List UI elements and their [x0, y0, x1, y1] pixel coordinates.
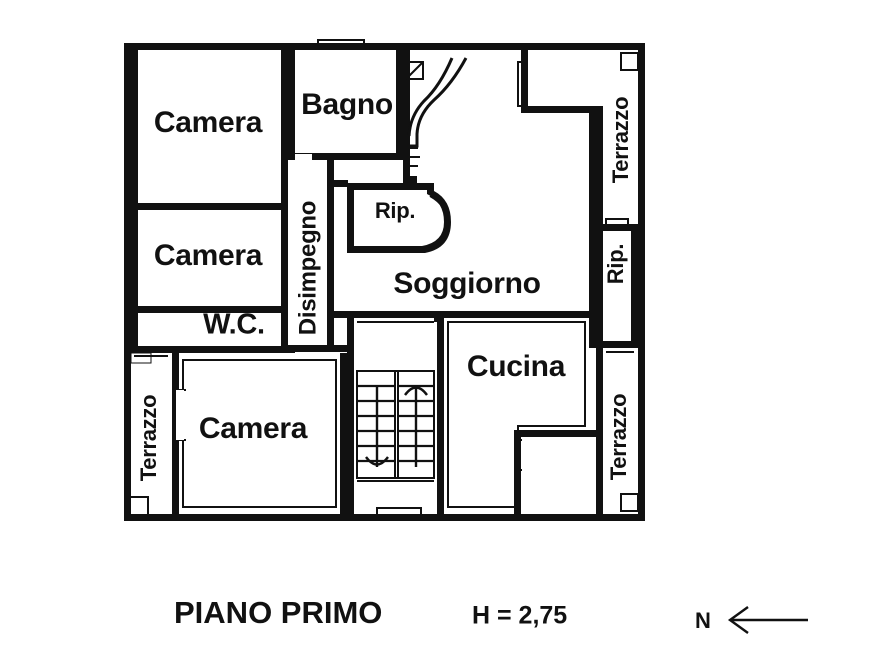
disimpegno-walls [288, 153, 350, 352]
room-label-rip-right: Rip. [603, 244, 628, 284]
wall-jog-details [288, 50, 521, 444]
room-labels: Camera Camera W.C. Camera Bagno Disimpeg… [136, 88, 633, 481]
bagno-walls [288, 39, 403, 161]
caption-bar: PIANO PRIMO H = 2,75 [174, 595, 567, 630]
room-label-terrazzo-bottom-right: Terrazzo [606, 394, 631, 480]
soggiorno-walls [347, 50, 596, 348]
room-label-camera-3: Camera [199, 412, 308, 445]
north-arrow-icon [727, 606, 808, 634]
rip-center-walls [347, 183, 451, 253]
room-label-bagno: Bagno [301, 88, 393, 121]
left-wing-walls [127, 50, 295, 353]
pillar-hatch [405, 61, 424, 80]
room-label-rip-center: Rip. [375, 198, 415, 223]
room-label-wc: W.C. [203, 309, 265, 341]
room-label-terrazzo-left: Terrazzo [136, 395, 161, 481]
parapet-post-top-right [620, 52, 639, 71]
right-side-walls [596, 52, 639, 514]
staircase [356, 370, 435, 482]
stair-hall-walls [347, 318, 434, 519]
room-label-disimpegno: Disimpegno [294, 201, 321, 335]
cucina-walls [437, 311, 596, 514]
room-label-soggiorno: Soggiorno [393, 267, 540, 300]
north-letter: N [695, 608, 711, 633]
window-camera-1 [127, 99, 138, 147]
camera-3-walls [176, 353, 347, 514]
door-rip-right [605, 218, 629, 229]
stair-arrow-up [404, 385, 428, 467]
room-label-terrazzo-top-right: Terrazzo [608, 97, 633, 183]
parapet-post-bottom-right [620, 493, 639, 512]
window-soggiorno [517, 61, 528, 107]
window-camera-2 [127, 227, 138, 275]
stair-arrow-down [365, 385, 389, 467]
window-bagno [317, 39, 365, 50]
room-label-cucina: Cucina [467, 350, 566, 383]
room-label-camera-1: Camera [154, 106, 263, 139]
floor-title: PIANO PRIMO [174, 595, 382, 630]
door-stair-hall [376, 507, 422, 519]
north-indicator: N [695, 606, 808, 634]
entry-curve-partition [403, 50, 468, 183]
ceiling-height-label: H = 2,75 [472, 602, 567, 630]
room-label-camera-2: Camera [154, 239, 263, 272]
